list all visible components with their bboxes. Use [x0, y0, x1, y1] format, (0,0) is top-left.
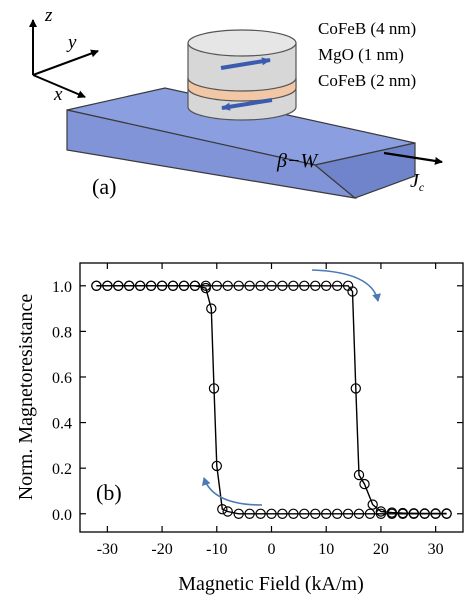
data-point [364, 508, 376, 519]
data-point [113, 280, 124, 291]
data-point [102, 280, 113, 291]
data-point [342, 508, 354, 519]
data-point [353, 508, 365, 519]
data-point [91, 280, 102, 291]
y-ticks: 0.0 0.2 0.4 0.6 0.8 1.0 [52, 279, 463, 524]
data-point [367, 499, 378, 510]
y-tick-label: 0.0 [52, 507, 72, 524]
pillar-top [187, 29, 297, 57]
data-point [419, 508, 430, 519]
axis-x-label: x [53, 84, 63, 105]
data-point [347, 286, 358, 297]
data-point [217, 504, 228, 515]
sweep-arrow-down [201, 477, 263, 506]
data-point [266, 280, 277, 291]
data-point [189, 280, 201, 291]
data-point [353, 469, 365, 481]
current-label: Jc [410, 170, 425, 194]
current-arrow [383, 151, 443, 165]
data-point [288, 280, 299, 291]
data-point [206, 303, 217, 314]
axis-z-label: z [44, 5, 53, 26]
series-line-2 [96, 285, 447, 515]
y-tick-label: 0.2 [52, 461, 72, 478]
magnetization-arrow-free [220, 57, 271, 70]
data-point [178, 280, 190, 291]
y-axis-title: Norm. Magnetoresistance [15, 294, 37, 501]
x-axis-title: Magnetic Field (kA/m) [178, 573, 364, 595]
data-series [91, 280, 452, 519]
data-point [211, 280, 222, 291]
layer-label-bottom: CoFeB (2 nm) [318, 71, 416, 90]
data-point [134, 280, 146, 291]
data-point [255, 280, 266, 291]
sweep-arrow-up [311, 269, 381, 302]
data-point [332, 508, 343, 519]
data-point [375, 508, 387, 519]
data-point [299, 508, 310, 519]
panel-a: z y x β−W Jc CoFeB (4 nm) MgO (1 nm) CoF… [29, 5, 443, 199]
axis-y-label: y [66, 32, 77, 53]
x-ticks: -30 -20 -10 0 10 20 30 [97, 263, 444, 558]
data-point [288, 508, 299, 519]
data-point [200, 282, 211, 294]
x-tick-label: -30 [97, 541, 118, 558]
data-point [222, 280, 233, 291]
substrate-slab [66, 87, 416, 199]
data-point [386, 508, 398, 519]
tunnel-barrier [187, 77, 297, 102]
data-point [255, 508, 266, 519]
data-point [359, 478, 370, 490]
data-point [156, 280, 168, 291]
x-tick-label: 0 [268, 541, 276, 558]
panel-a-label: (a) [92, 174, 116, 199]
data-point [123, 280, 135, 291]
substrate-side-face [313, 142, 416, 199]
data-point [244, 280, 255, 291]
data-point [233, 280, 244, 291]
coordinate-axes [29, 19, 99, 98]
series-line-1 [96, 285, 447, 515]
data-point [332, 280, 343, 291]
data-point [244, 508, 255, 519]
magnetization-arrow-fixed [221, 98, 273, 111]
layer-label-top: CoFeB (4 nm) [318, 19, 416, 38]
data-point [299, 280, 310, 291]
data-point [350, 383, 361, 394]
x-tick-label: -20 [151, 541, 172, 558]
data-point [310, 508, 321, 519]
data-point [441, 508, 452, 519]
x-tick-label: 10 [318, 541, 334, 558]
data-point [397, 508, 408, 519]
substrate-label: β−W [276, 150, 319, 172]
layer-label-barrier: MgO (1 nm) [318, 45, 404, 64]
plot-frame [79, 262, 464, 533]
data-point [222, 506, 233, 517]
data-point [208, 383, 220, 394]
y-tick-label: 0.6 [52, 370, 72, 387]
data-point [408, 508, 419, 519]
x-tick-label: 20 [373, 541, 389, 558]
x-tick-label: -10 [206, 541, 227, 558]
panel-b-label: (b) [96, 480, 122, 505]
data-point [430, 508, 441, 519]
data-point [145, 280, 157, 291]
data-point [233, 508, 244, 519]
panel-b: 0.0 0.2 0.4 0.6 0.8 1.0 -30 -20 -10 0 10 20 30 Magn… [15, 262, 464, 595]
data-point [167, 280, 179, 291]
data-point [211, 460, 222, 472]
y-tick-label: 0.8 [52, 324, 72, 341]
data-point [266, 508, 277, 519]
data-point [310, 280, 321, 291]
y-tick-label: 1.0 [52, 279, 72, 296]
y-tick-label: 0.4 [52, 416, 72, 433]
x-tick-label: 30 [428, 541, 444, 558]
data-point [321, 508, 332, 519]
data-point [277, 280, 288, 291]
data-point [277, 508, 288, 519]
data-point [321, 280, 332, 291]
